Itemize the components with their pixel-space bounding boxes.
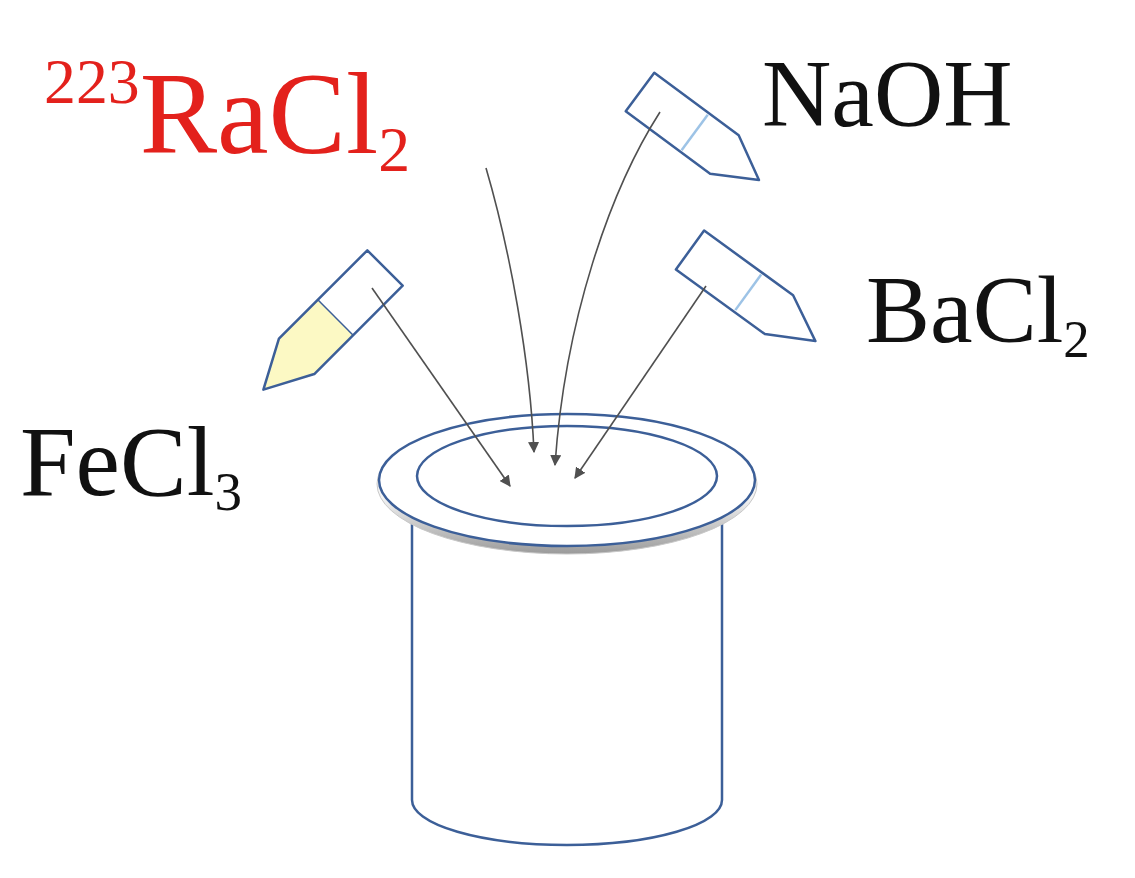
reagent-label-box: NaOH (762, 46, 1013, 142)
liquid-level (318, 300, 353, 335)
formula-text: RaCl (140, 50, 378, 178)
yellow-liquid (246, 300, 353, 407)
formula-text: NaOH (762, 40, 1013, 147)
reagent-label: BaCl2 (866, 262, 1090, 358)
tube-outline (626, 73, 774, 200)
arrows (372, 112, 706, 486)
liquid-level (735, 275, 761, 311)
tube-fecl3 (246, 250, 403, 407)
reagent-label: NaOH (762, 46, 1013, 142)
beaker-rim (379, 414, 755, 546)
formula-text: BaCl (866, 256, 1063, 363)
isotope-label: 223RaCl2 (44, 56, 410, 172)
beaker (377, 414, 757, 845)
beaker-opening (417, 426, 717, 526)
reagent-label: FeCl3 (20, 412, 242, 512)
reagent-label-box: BaCl2 (866, 262, 1090, 358)
formula-text: FeCl (20, 406, 214, 517)
subscript: 3 (214, 461, 242, 522)
arrow-racl2 (486, 168, 534, 452)
arrow-bacl2 (575, 286, 706, 478)
beaker-rim-shadow (377, 414, 757, 554)
beaker-body (412, 520, 722, 845)
mass-number: 223 (44, 46, 140, 117)
tube-outline (246, 250, 403, 407)
arrow-naoh (555, 112, 660, 465)
reagent-label-box: FeCl3 (20, 412, 242, 512)
subscript: 2 (1063, 310, 1089, 368)
tube-naoh (626, 73, 774, 200)
subscript: 2 (378, 114, 410, 185)
liquid-level (682, 115, 708, 150)
isotope-label-box: 223RaCl2 (44, 56, 410, 172)
arrow-fecl3 (372, 288, 510, 486)
